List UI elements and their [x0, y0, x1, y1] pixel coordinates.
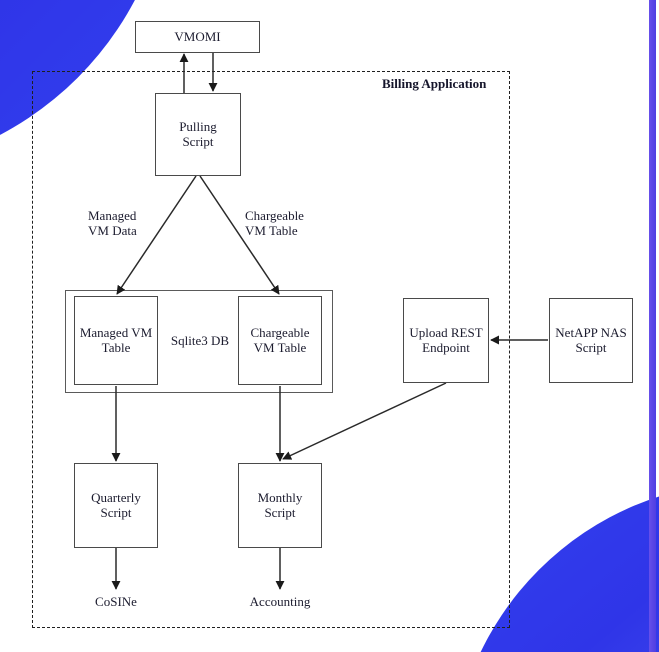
edge-label-chargeable-vm-table: Chargeable VM Table [245, 208, 304, 238]
edge-label-managed-vm-data: Managed VM Data [88, 208, 137, 238]
sqlite3-db-label: Sqlite3 DB [170, 333, 230, 348]
node-upload-rest-endpoint[interactable]: Upload REST Endpoint [403, 298, 489, 383]
terminal-label-accounting: Accounting [249, 594, 311, 609]
billing-application-region [32, 71, 510, 628]
decorative-blue-right-edge [649, 0, 656, 652]
node-managed-vm-table[interactable]: Managed VM Table [74, 296, 158, 385]
billing-application-title: Billing Application [382, 76, 487, 91]
terminal-label-cosine: CoSINe [95, 594, 137, 609]
node-chargeable-vm-table[interactable]: Chargeable VM Table [238, 296, 322, 385]
node-vmomi[interactable]: VMOMI [135, 21, 260, 53]
node-quarterly-script[interactable]: Quarterly Script [74, 463, 158, 548]
node-pulling-script[interactable]: Pulling Script [155, 93, 241, 176]
node-netapp-nas-script[interactable]: NetAPP NAS Script [549, 298, 633, 383]
node-monthly-script[interactable]: Monthly Script [238, 463, 322, 548]
